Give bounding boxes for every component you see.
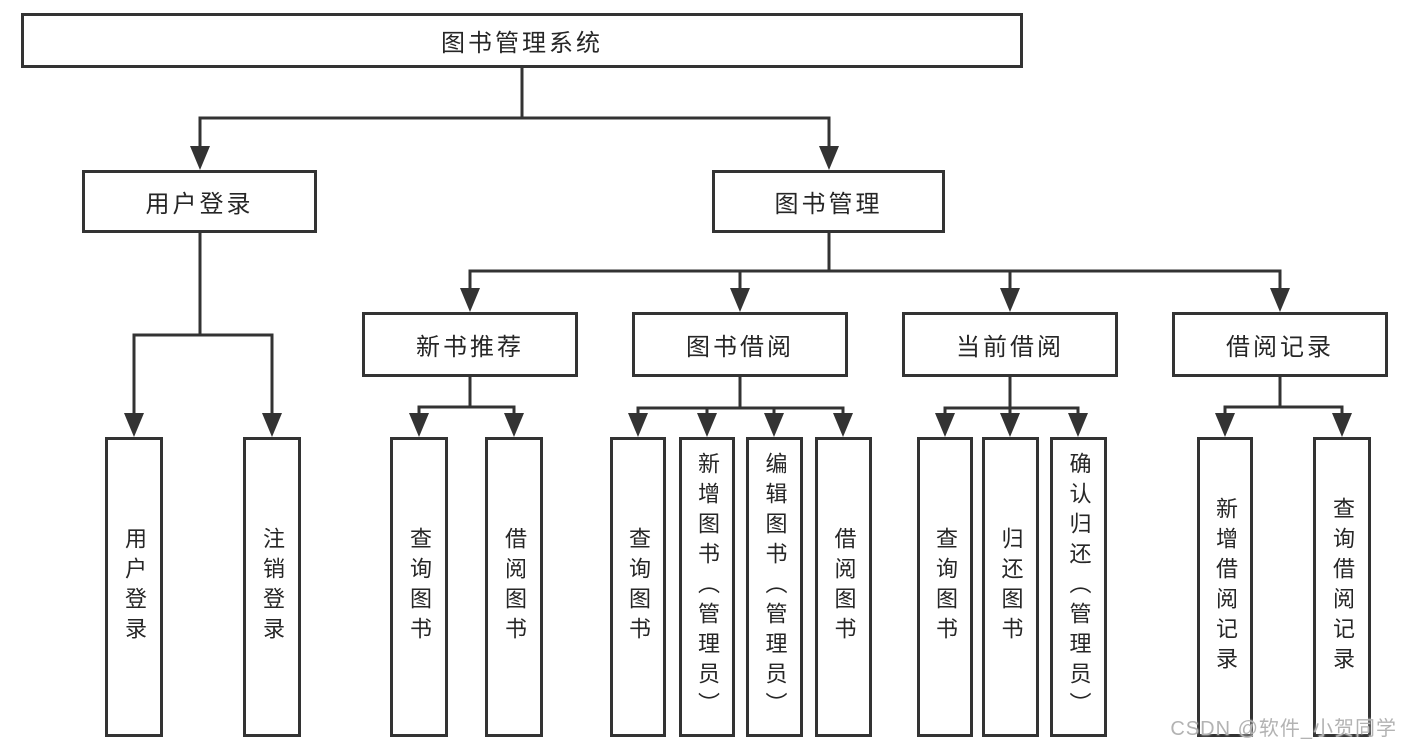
leaf-logout: 注销登录 <box>243 437 301 737</box>
connector-current-borrow-to-leaves <box>935 377 1088 437</box>
leaf-query-book-current: 查询图书 <box>917 437 973 737</box>
leaf-query-book-recommend: 查询图书 <box>390 437 448 737</box>
node-borrow-records: 借阅记录 <box>1172 312 1388 377</box>
node-root: 图书管理系统 <box>21 13 1023 68</box>
watermark: CSDN @软件_小贺同学 <box>1170 718 1397 740</box>
connector-borrow-records-to-leaves <box>1215 377 1352 437</box>
leaf-query-book-borrow: 查询图书 <box>610 437 666 737</box>
node-book-borrow: 图书借阅 <box>632 312 848 377</box>
leaf-user-login: 用户登录 <box>105 437 163 737</box>
leaf-edit-book-admin: 编辑图书（管理员） <box>746 437 803 737</box>
connector-user-login-to-leaves <box>124 233 282 437</box>
connector-book-borrow-to-leaves <box>628 377 853 437</box>
node-book-management: 图书管理 <box>712 170 945 233</box>
leaf-confirm-return-admin: 确认归还（管理员） <box>1050 437 1107 737</box>
node-user-login: 用户登录 <box>82 170 317 233</box>
leaf-add-book-admin: 新增图书（管理员） <box>679 437 735 737</box>
leaf-add-borrow-record: 新增借阅记录 <box>1197 437 1253 737</box>
connector-root-to-level2 <box>190 68 839 170</box>
connector-book-mgmt-to-level3 <box>460 233 1290 312</box>
leaf-return-book: 归还图书 <box>982 437 1039 737</box>
leaf-query-borrow-record: 查询借阅记录 <box>1313 437 1371 737</box>
connector-new-book-to-leaves <box>409 377 524 437</box>
node-new-book-recommend: 新书推荐 <box>362 312 578 377</box>
leaf-borrow-book: 借阅图书 <box>815 437 872 737</box>
node-current-borrow: 当前借阅 <box>902 312 1118 377</box>
leaf-borrow-book-recommend: 借阅图书 <box>485 437 543 737</box>
